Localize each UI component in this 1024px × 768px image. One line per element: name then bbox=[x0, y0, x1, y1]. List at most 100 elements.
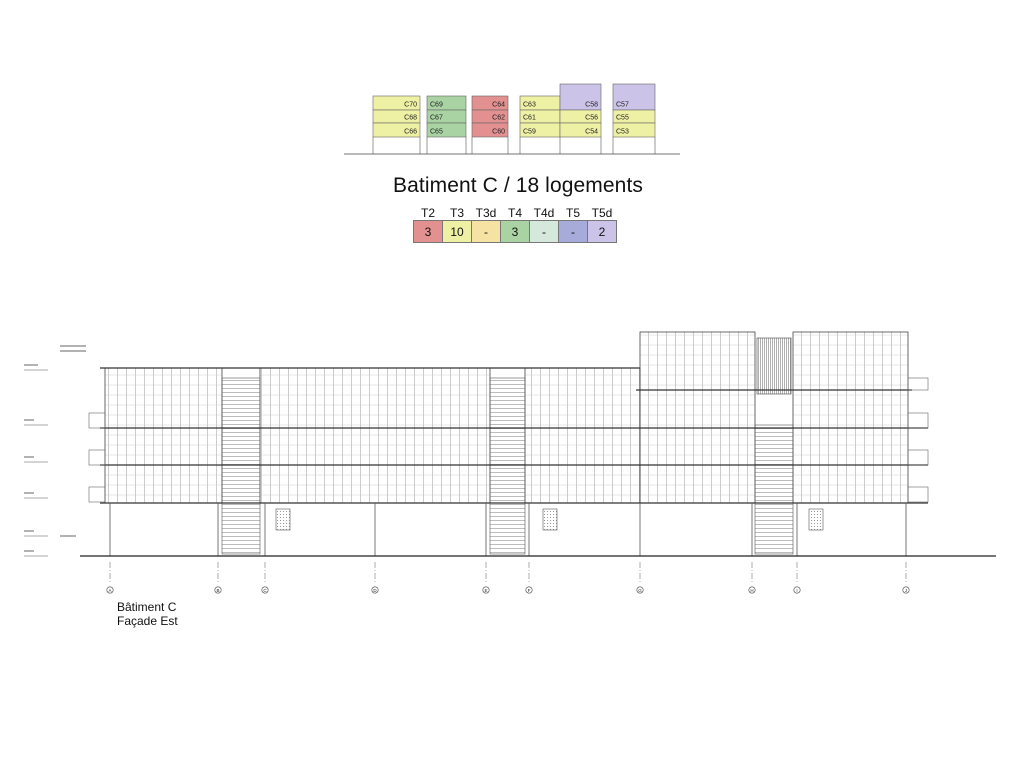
grid-axis-marker: G bbox=[636, 562, 644, 594]
unit-label: C69 bbox=[430, 102, 443, 109]
grid-axis-bubble bbox=[482, 586, 490, 594]
grid-axis-label: D bbox=[373, 588, 377, 593]
unit-cell: C60 bbox=[471, 122, 509, 138]
hatched-wall bbox=[542, 508, 558, 531]
grid-axis-bubble bbox=[261, 586, 269, 594]
grid-axis-bubble bbox=[371, 586, 379, 594]
grid-axis-bubble bbox=[106, 586, 114, 594]
grid-axis-bubble bbox=[748, 586, 756, 594]
stair-core bbox=[754, 424, 794, 555]
stair-core bbox=[489, 377, 526, 555]
legend-header: T4 bbox=[507, 205, 522, 220]
grid-axis-label: G bbox=[638, 588, 642, 593]
unit-cell-fill bbox=[471, 122, 509, 138]
unit-cell: C63 bbox=[519, 95, 561, 111]
grid-axis-marker: D bbox=[371, 562, 379, 594]
screen-panel bbox=[756, 337, 792, 395]
unit-cell: C57 bbox=[612, 83, 656, 111]
grid-axis-label: H bbox=[750, 588, 753, 593]
unit-label: C64 bbox=[492, 102, 505, 109]
grid-axis-marker: F bbox=[525, 562, 533, 594]
hatched-wall bbox=[808, 508, 824, 531]
legend-count: - bbox=[558, 220, 588, 243]
unit-cell: C59 bbox=[519, 122, 561, 138]
unit-cell-fill bbox=[559, 122, 602, 138]
unit-label: C60 bbox=[492, 129, 505, 136]
caption-facade: Façade Est bbox=[117, 614, 178, 628]
legend-header: T5 bbox=[565, 205, 580, 220]
unit-label: C57 bbox=[616, 102, 629, 109]
unit-cell: C56 bbox=[559, 109, 602, 124]
unit-label: C61 bbox=[523, 115, 536, 122]
unit-cell: C55 bbox=[612, 109, 656, 124]
legend-count: 3 bbox=[500, 220, 530, 243]
east-facade-elevation: A B C D E F G H I J bbox=[24, 331, 996, 594]
drawing-caption: Bâtiment C Façade Est bbox=[117, 600, 178, 628]
unit-cell-fill bbox=[426, 122, 467, 138]
facade-volume bbox=[639, 389, 756, 504]
legend-count: 3 bbox=[413, 220, 443, 243]
facade-volume bbox=[104, 367, 223, 504]
grid-axis-label: J bbox=[905, 588, 907, 593]
unit-label: C68 bbox=[404, 115, 417, 122]
rooftop-volume bbox=[639, 331, 756, 391]
unit-cell: C64 bbox=[471, 95, 509, 111]
grid-axis-bubble bbox=[214, 586, 222, 594]
unit-cell: C69 bbox=[426, 95, 467, 111]
unit-cell: C68 bbox=[372, 109, 421, 124]
grid-axis-bubble bbox=[525, 586, 533, 594]
legend-header: T2 bbox=[420, 205, 435, 220]
hatched-wall bbox=[275, 508, 291, 531]
grid-axis-label: B bbox=[216, 588, 219, 593]
unit-cell: C61 bbox=[519, 109, 561, 124]
legend-count: - bbox=[529, 220, 559, 243]
grid-axis-label: C bbox=[263, 588, 267, 593]
grid-axis-bubble bbox=[636, 586, 644, 594]
grid-axis-label: I bbox=[796, 588, 797, 593]
unit-label: C58 bbox=[585, 102, 598, 109]
grid-axis-marker: I bbox=[793, 562, 801, 594]
unit-label: C63 bbox=[523, 102, 536, 109]
apartment-stacking-plan: C70C68C66C69C67C65C64C62C60C63C61C59C58C… bbox=[344, 83, 680, 155]
unit-cell: C65 bbox=[426, 122, 467, 138]
unit-label: C55 bbox=[616, 115, 629, 122]
unit-label: C56 bbox=[585, 115, 598, 122]
legend-header-row: T2 T3 T3d T4 T4d T5 T5d bbox=[414, 205, 617, 221]
unit-label: C62 bbox=[492, 115, 505, 122]
grid-axis-marker: J bbox=[902, 562, 910, 594]
legend-count: 10 bbox=[442, 220, 472, 243]
grid-axis-label: F bbox=[528, 588, 531, 593]
unit-cell-fill bbox=[612, 83, 656, 111]
facade-volume bbox=[524, 367, 641, 504]
unit-label: C59 bbox=[523, 129, 536, 136]
grid-axis-marker: H bbox=[748, 562, 756, 594]
legend-header: T4d bbox=[533, 205, 555, 220]
facade-volume bbox=[259, 367, 491, 504]
unit-cell-fill bbox=[612, 122, 656, 138]
grid-axis-bubble bbox=[902, 586, 910, 594]
grid-axis-label: E bbox=[484, 588, 487, 593]
grid-axis-bubble bbox=[793, 586, 801, 594]
grid-axis-marker: C bbox=[261, 562, 269, 594]
legend-value-row: 3 10 - 3 - - 2 bbox=[413, 220, 617, 243]
legend-header: T5d bbox=[591, 205, 613, 220]
legend-count: 2 bbox=[587, 220, 617, 243]
legend-header: T3d bbox=[475, 205, 497, 220]
unit-cell: C53 bbox=[612, 122, 656, 138]
unit-cell: C66 bbox=[372, 122, 421, 138]
unit-label: C66 bbox=[404, 129, 417, 136]
grid-axis-label: A bbox=[108, 588, 111, 593]
unit-cell: C67 bbox=[426, 109, 467, 124]
building-title: Batiment C / 18 logements bbox=[393, 174, 643, 197]
unit-cell: C54 bbox=[559, 122, 602, 138]
legend-count: - bbox=[471, 220, 501, 243]
grid-axis-marker: A bbox=[106, 562, 114, 594]
unit-label: C54 bbox=[585, 129, 598, 136]
stair-core bbox=[221, 377, 261, 555]
grid-axis-marker: B bbox=[214, 562, 222, 594]
unit-label: C65 bbox=[430, 129, 443, 136]
caption-building: Bâtiment C bbox=[117, 600, 177, 614]
grid-axis-marker: E bbox=[482, 562, 490, 594]
unit-type-legend: T2 T3 T3d T4 T4d T5 T5d 3 10 - 3 - - 2 bbox=[413, 205, 617, 243]
